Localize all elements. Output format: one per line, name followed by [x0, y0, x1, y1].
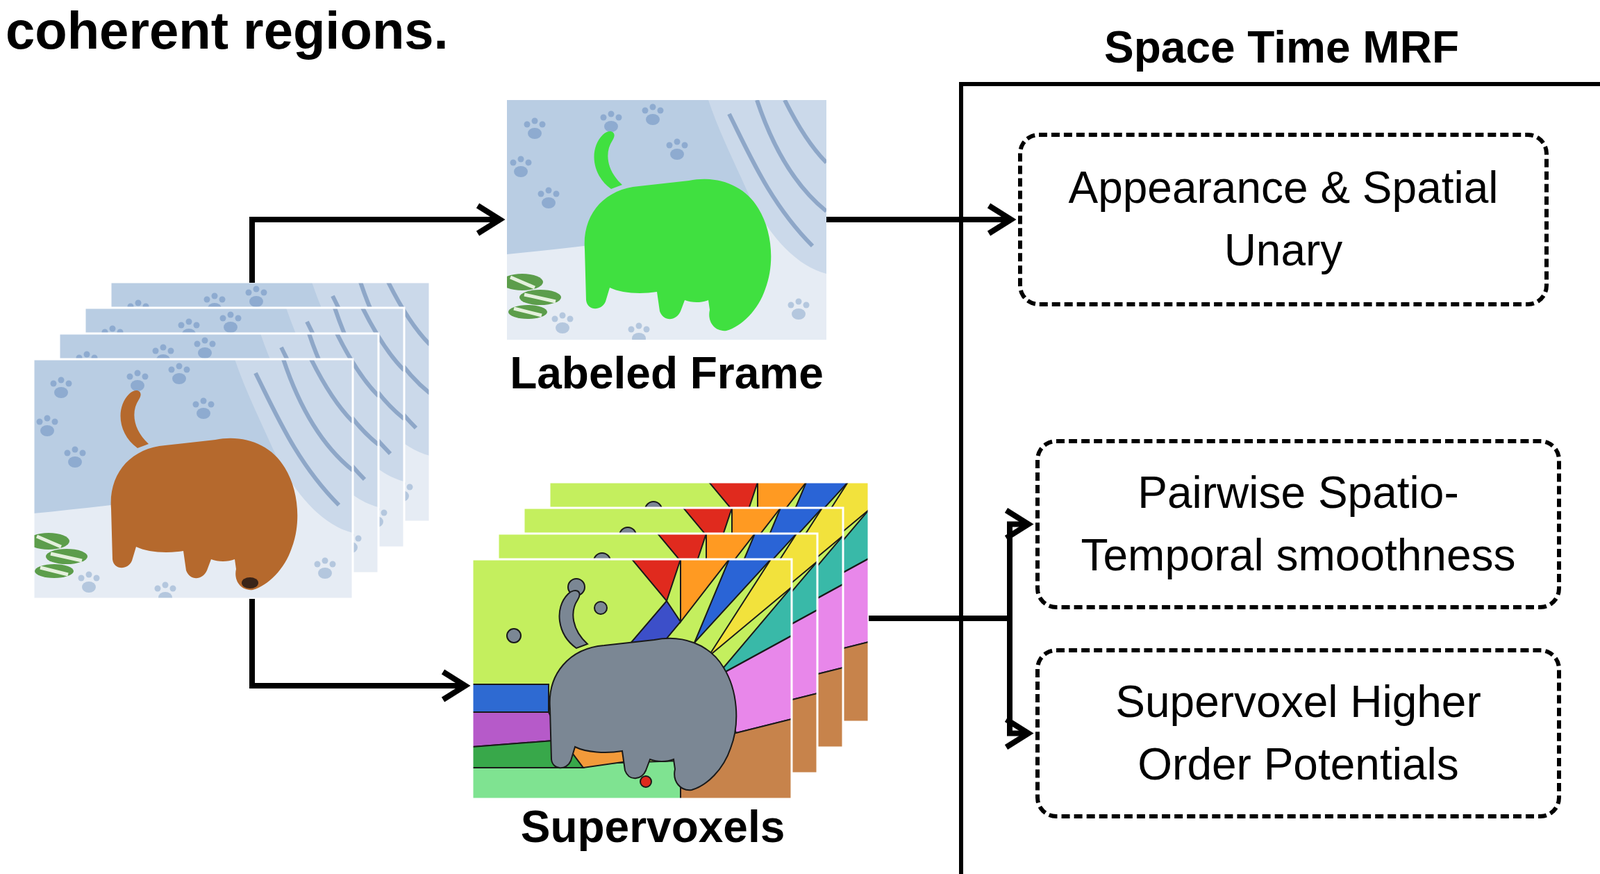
image-area [506, 100, 827, 340]
image-area [472, 481, 869, 799]
input-arrow [252, 219, 500, 283]
panel-heading: Space Time MRF [963, 22, 1600, 74]
connector-arrow [868, 524, 1029, 619]
labeled-frame: Labeled Frame [506, 100, 827, 400]
heading-fragment: coherent regions. [5, 1, 449, 60]
input-arrow [252, 598, 466, 686]
box-text: Supervoxel Higher Order Potentials [1060, 670, 1537, 796]
image-caption: Supervoxels [472, 801, 834, 853]
video-frame [27, 359, 353, 603]
potential-box: Pairwise Spatio- Temporal smoothness [1035, 438, 1562, 610]
potential-box: Supervoxel Higher Order Potentials [1035, 647, 1562, 819]
image-caption: Labeled Frame [506, 347, 827, 400]
supervoxel-frames [472, 481, 869, 799]
box-text: Appearance & Spatial Unary [1043, 156, 1524, 282]
connector-arrow [826, 216, 1012, 223]
mrf-panel: Space Time MRFAppearance & Spatial Unary… [959, 81, 1600, 874]
labeled-frame-image [501, 100, 827, 344]
connector-arrow [868, 618, 1029, 734]
box-text: Pairwise Spatio- Temporal smoothness [1060, 461, 1537, 587]
supervoxel-frame [472, 559, 792, 799]
potential-box: Appearance & Spatial Unary [1018, 132, 1549, 307]
supervoxel-stack: Supervoxels [472, 481, 869, 853]
input-video-frames [27, 281, 430, 603]
